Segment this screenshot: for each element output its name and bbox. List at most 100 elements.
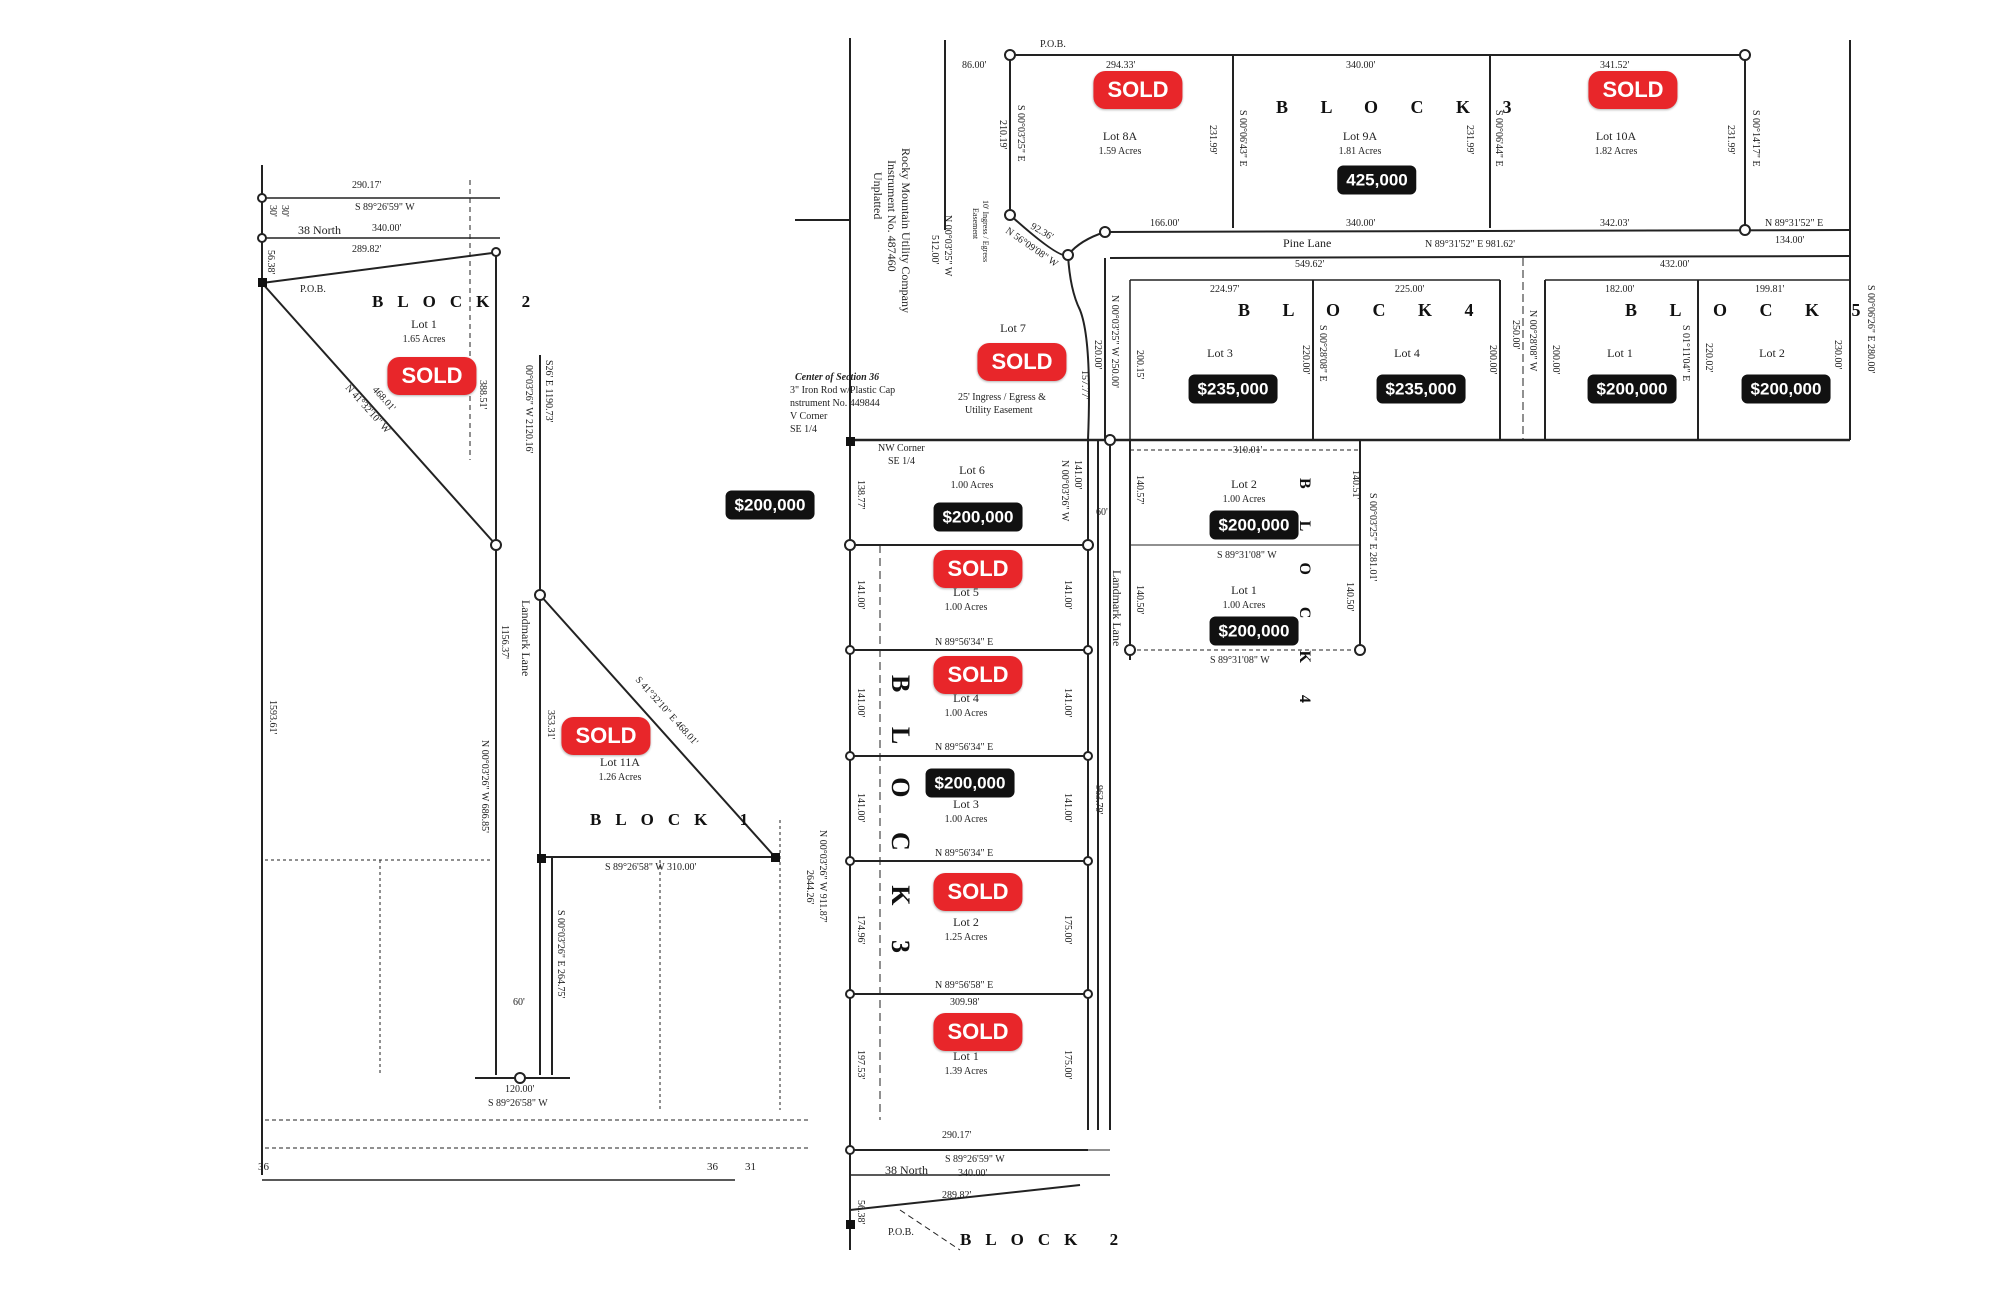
dimension-label: S 00°03'25" E [1015,105,1026,162]
dimension-label: 290.17' [352,180,382,191]
dimension-label: 199.81' [1755,284,1785,295]
dimension-label: 56.38' [855,1200,866,1225]
lot-name: Lot 11A [600,755,640,769]
block-label: BLOCK 2 [960,1230,1132,1249]
block-label: BLOCK 2 [372,292,544,311]
dimension-label: 138.77' [855,480,866,510]
dimension-label: 140.51' [1350,470,1361,500]
dimension-label: 56.38' [265,250,276,275]
dimension-label: 388.51' [477,380,488,410]
lot-name: Lot 2 [953,915,979,929]
sold-badge: SOLD [933,1013,1023,1051]
dimension-label: 140.50' [1134,585,1145,615]
dimension-label: 220.00' [1092,340,1103,370]
lot-acres: 1.00 Acres [951,480,994,491]
price-badge: $235,000 [1188,374,1278,404]
lot-name: Lot 9A [1343,129,1378,143]
block2-north-line [261,251,501,284]
dimension-label: S 89°26'59" W [355,202,415,213]
road-label: 38 North [885,1163,928,1177]
dimension-label: 30' [279,205,290,217]
dimension-label: N 00°28'08" W [1527,310,1538,372]
lot-name: Lot 2 [1231,477,1257,491]
dimension-label: S 00°03'25" E 281.01' [1367,493,1378,582]
section-number: 31 [745,1161,756,1173]
dimension-label: 92.36' [1029,221,1056,243]
dimension-label: 220.00' [1300,345,1311,375]
dimension-label: 294.33' [1106,60,1136,71]
dimension-label: N 89°31'52" E [1765,218,1823,229]
dimension-label: 200.00' [1550,345,1561,375]
dimension-label: 175.00' [1062,1050,1073,1080]
road-label: 38 North [298,223,341,237]
dimension-label: 30' [267,205,278,217]
lot-acres: 1.26 Acres [599,772,642,783]
lot-acres: 1.25 Acres [945,932,988,943]
lot-name: Lot 10A [1596,129,1637,143]
dimension-label: S 00°14'17" E [1750,110,1761,167]
lot-acres: 1.00 Acres [945,708,988,719]
dimension-label: 141.00' [855,688,866,718]
survey-note: SE 1/4 [790,424,817,435]
dimension-label: 963.79' [1093,785,1104,815]
dimension-label: 549.62' [1295,259,1325,270]
lot-name: Lot 2 [1759,346,1785,360]
lot-name: Lot 3 [953,797,979,811]
price-badge: $200,000 [933,502,1023,532]
dimension-label: S 89°26'58" W [488,1098,548,1109]
pine-lane-north [1104,229,1851,233]
dimension-label: 340.00' [1346,218,1376,229]
dimension-label: S 00°06'44" E [1493,110,1504,167]
lot-acres: 1.00 Acres [945,814,988,825]
lot-name: Lot 6 [959,463,985,477]
dimension-label: 200.00' [1487,345,1498,375]
pob-label: P.O.B. [888,1227,914,1238]
lot-name: Lot 4 [1394,346,1420,360]
lot-name: Lot 7 [1000,321,1026,335]
dimension-label: 231.99' [1207,125,1218,155]
dimension-label: 225.00' [1395,284,1425,295]
dimension-label: 141.00' [855,793,866,823]
lot-acres: 1.65 Acres [403,334,446,345]
dimension-label: 250.00' [1510,320,1521,350]
dimension-label: S26' E 1190.73' [543,360,554,423]
lot-name: Lot 1 [411,317,437,331]
price-badge: $200,000 [1209,510,1299,540]
lot-name: Lot 1 [953,1049,979,1063]
parcel-note: Instrument No. 487460 [885,160,899,272]
road-label: Landmark Lane [519,600,533,676]
survey-note: Center of Section 36 [795,372,879,383]
sold-badge: SOLD [933,873,1023,911]
dimension-label: 340.00' [372,223,402,234]
easement-note: Utility Easement [965,405,1033,416]
dimension-label: 60' [513,997,525,1008]
dimension-label: N 00°03'25" W 250.00' [1109,295,1120,388]
sold-badge: SOLD [1588,71,1678,109]
survey-note: 3" Iron Rod w/Plastic Cap [790,385,895,396]
dimension-label: S 89°26'58" W 310.00' [605,862,697,873]
block-label: B L O C K 3 [886,675,915,967]
pob-label: P.O.B. [300,284,326,295]
easement-note: 25' Ingress / Egress & [958,392,1046,403]
dimension-label: S 89°31'08" W [1217,550,1277,561]
sold-badge: SOLD [977,343,1067,381]
dimension-label: 289.82' [942,1190,972,1201]
dimension-label: N 00°03'26" W 686.85' [479,740,490,833]
dimension-label: S 89°31'08" W [1210,655,1270,666]
dimension-label: 231.99' [1464,125,1475,155]
sold-badge: SOLD [933,550,1023,588]
price-badge: 425,000 [1337,165,1417,195]
lot-acres: 1.59 Acres [1099,146,1142,157]
block-label: B L O C K 3 [1276,97,1526,117]
road-label: Pine Lane [1283,236,1331,250]
dimension-label: S 89°26'59" W [945,1154,1005,1165]
lot-name: Lot 8A [1103,129,1138,143]
dimension-label: 200.15' [1134,350,1145,380]
survey-note: V Corner [790,411,828,422]
dimension-label: 290.17' [942,1130,972,1141]
block-label: B L O C K 5 [1625,300,1875,320]
dimension-label: 341.52' [1600,60,1630,71]
dimension-label: S 00°06'43" E [1237,110,1248,167]
lot-name: Lot 5 [953,585,979,599]
dimension-label: 231.99' [1725,125,1736,155]
